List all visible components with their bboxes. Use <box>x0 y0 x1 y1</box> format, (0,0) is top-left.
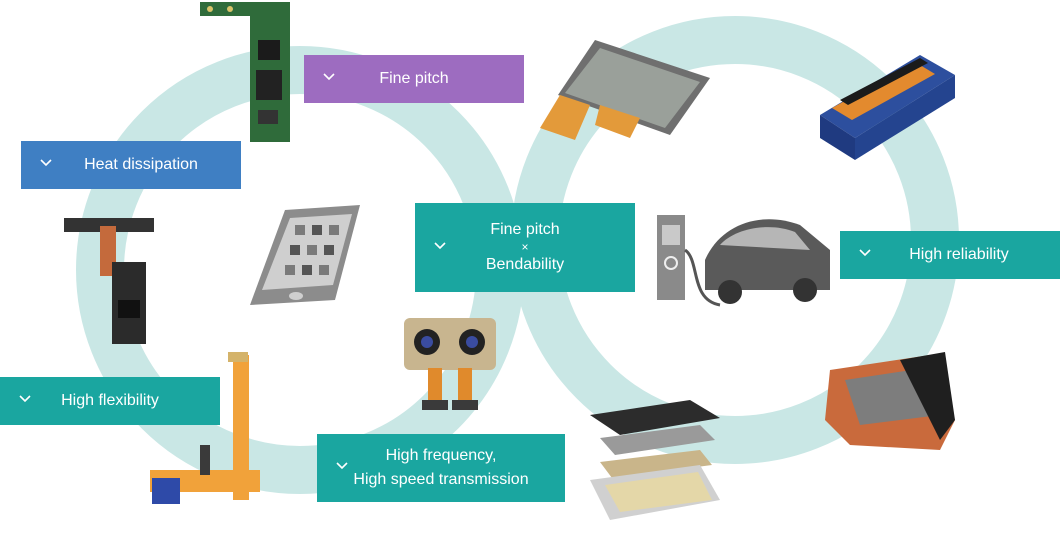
fine-pitch-label[interactable]: Fine pitch <box>304 55 524 103</box>
center-line-1: Fine pitch <box>490 220 560 238</box>
battery-pack-image <box>820 55 955 160</box>
high-frequency-line-2: High speed transmission <box>353 471 529 488</box>
heat-dissipation-text: Heat dissipation <box>84 156 198 173</box>
smartphone-image <box>250 205 360 305</box>
high-flexibility-text: High flexibility <box>61 392 159 409</box>
fine-pitch-text: Fine pitch <box>379 70 449 87</box>
dual-camera-image <box>404 318 496 410</box>
copper-bracket-image <box>825 352 955 450</box>
fine-pitch-bendability-label[interactable]: Fine pitch × Bendability <box>415 203 635 292</box>
chevron-down-icon <box>19 395 31 403</box>
center-line-2: × <box>521 239 529 254</box>
high-reliability-text: High reliability <box>909 246 1009 263</box>
center-line-3: Bendability <box>485 255 565 273</box>
chevron-down-icon <box>336 462 348 470</box>
ev-car-image <box>657 215 830 307</box>
green-pcb-board-image <box>200 2 290 142</box>
heat-dissipation-label[interactable]: Heat dissipation <box>21 141 241 189</box>
chevron-down-icon <box>323 73 335 81</box>
high-reliability-label[interactable]: High reliability <box>840 231 1060 279</box>
orange-flex-cable-image <box>150 352 260 504</box>
chevron-down-icon <box>859 249 871 257</box>
high-flexibility-label[interactable]: High flexibility <box>0 377 220 425</box>
lcd-display-image <box>540 40 710 140</box>
high-frequency-label[interactable]: High frequency, High speed transmission <box>317 434 565 502</box>
chevron-down-icon <box>434 241 446 249</box>
exploded-module-image <box>590 400 720 520</box>
high-frequency-line-1: High frequency, <box>385 447 497 464</box>
flex-board-image <box>64 218 154 344</box>
chevron-down-icon <box>40 159 52 167</box>
